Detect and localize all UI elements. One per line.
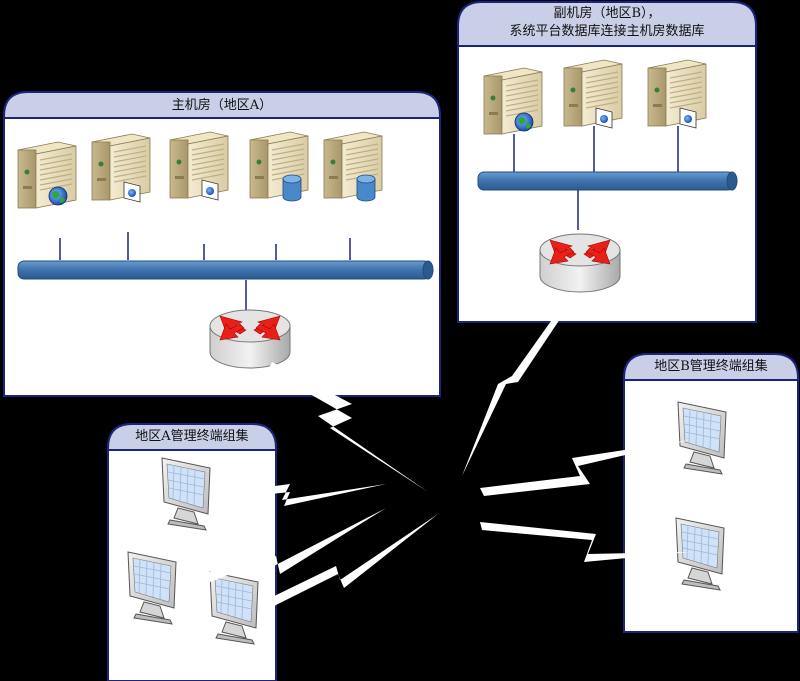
main-server-4 bbox=[249, 131, 309, 202]
link-terminal-a-2 bbox=[186, 508, 386, 590]
backup-router bbox=[539, 233, 621, 293]
main-router bbox=[209, 309, 291, 369]
link-terminal-a-1 bbox=[214, 484, 386, 506]
main-server-5 bbox=[323, 131, 383, 202]
main-server-3 bbox=[169, 131, 229, 201]
cluster-b-panel bbox=[623, 353, 799, 633]
backup-server-3 bbox=[647, 59, 707, 129]
main-bus bbox=[17, 260, 434, 280]
backup-server-1 bbox=[483, 67, 543, 135]
link-terminal-b-1 bbox=[480, 440, 690, 496]
link-backup-router bbox=[462, 314, 562, 476]
backup-server-2 bbox=[563, 59, 623, 129]
link-main-router bbox=[268, 362, 428, 492]
link-terminal-a-3 bbox=[266, 514, 438, 608]
backup-bus bbox=[477, 171, 738, 191]
cluster-b-title: 地区B管理终端组集 bbox=[654, 359, 768, 374]
backup-room-title-line1: 副机房（地区B）， bbox=[553, 6, 661, 21]
cluster-a-title: 地区A管理终端组集 bbox=[135, 429, 249, 444]
main-server-1 bbox=[17, 141, 77, 209]
wireless-links bbox=[186, 314, 690, 608]
main-room-title: 主机房（地区A） bbox=[171, 98, 273, 113]
main-server-2 bbox=[91, 133, 151, 203]
main-drop-lines bbox=[59, 232, 351, 312]
link-terminal-b-2 bbox=[480, 522, 690, 562]
backup-drop-lines bbox=[513, 126, 679, 230]
backup-room-title-line2: 系统平台数据库连接主机房数据库 bbox=[509, 24, 705, 39]
